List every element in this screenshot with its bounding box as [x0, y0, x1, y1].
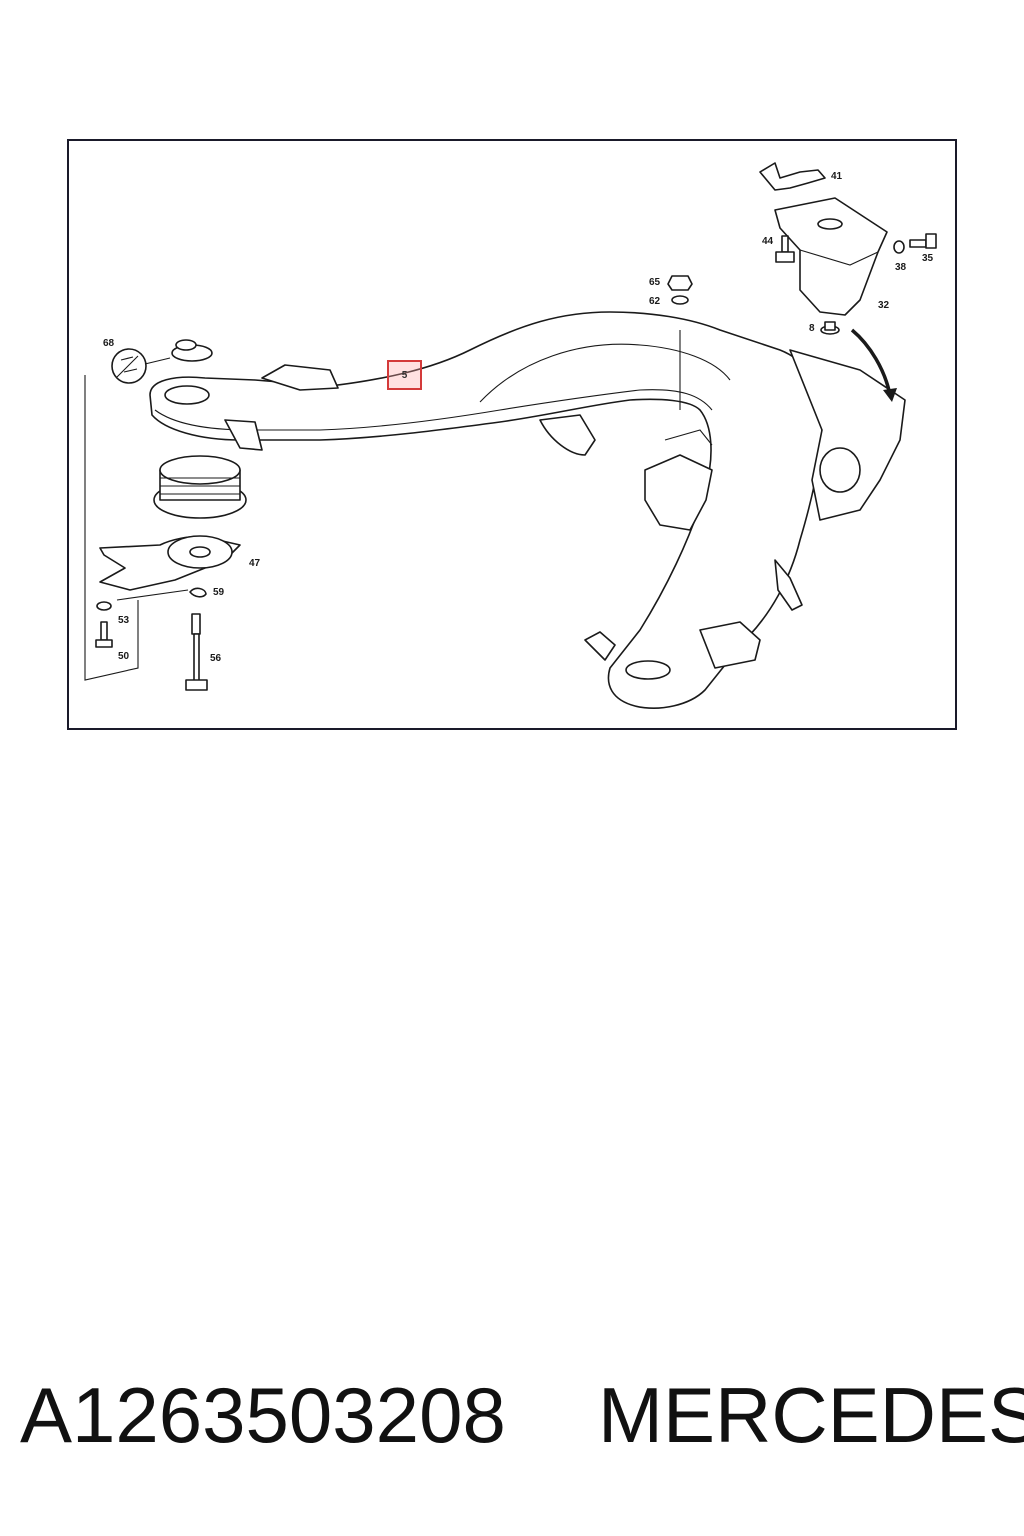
- brand-name: MERCEDES: [598, 1371, 1024, 1459]
- part-65-nut: [667, 275, 693, 291]
- callout-62: 62: [649, 296, 661, 307]
- part-68-wrench-icon: [111, 348, 147, 384]
- callout-44: 44: [762, 236, 774, 247]
- assembly-arrow: [850, 328, 892, 396]
- part-8-bushing: [820, 321, 840, 335]
- rubber-mount-top: [171, 339, 213, 362]
- subframe-bushing-stack: [153, 455, 247, 519]
- callout-68: 68: [103, 338, 115, 349]
- callout-35: 35: [922, 253, 934, 264]
- callout-59: 59: [213, 587, 225, 598]
- left-grouping-bracket: [84, 375, 139, 681]
- part-53-washer: [96, 601, 112, 611]
- callout-8: 8: [809, 323, 815, 334]
- part-56-long-bolt: [185, 613, 208, 691]
- part-41-clip: [759, 162, 826, 191]
- callout-47: 47: [249, 558, 261, 569]
- callout-5: 5: [401, 369, 408, 381]
- callout-53: 53: [118, 615, 130, 626]
- highlighted-part-callout-5[interactable]: 5: [387, 360, 422, 390]
- part-44-bolt: [775, 235, 795, 263]
- differential-housing: [644, 349, 906, 531]
- part-32-mount-bracket: [774, 197, 888, 316]
- part-caption: A1263503208 MERCEDES: [0, 1370, 1024, 1470]
- callout-41: 41: [831, 171, 843, 182]
- part-number: A1263503208: [20, 1371, 506, 1459]
- callout-38: 38: [895, 262, 907, 273]
- part-62-washer: [671, 295, 689, 305]
- part-38-washer: [893, 240, 905, 254]
- part-59-clip: [189, 587, 207, 598]
- callout-32: 32: [878, 300, 890, 311]
- callout-65: 65: [649, 277, 661, 288]
- part-35-bolt: [909, 233, 937, 249]
- callout-56: 56: [210, 653, 222, 664]
- part-50-bolt: [95, 621, 113, 648]
- part-47-mount-plate: [99, 535, 241, 591]
- callout-50: 50: [118, 651, 130, 662]
- rear-axle-subframe: [149, 311, 824, 709]
- arrow-head-icon: [883, 388, 897, 402]
